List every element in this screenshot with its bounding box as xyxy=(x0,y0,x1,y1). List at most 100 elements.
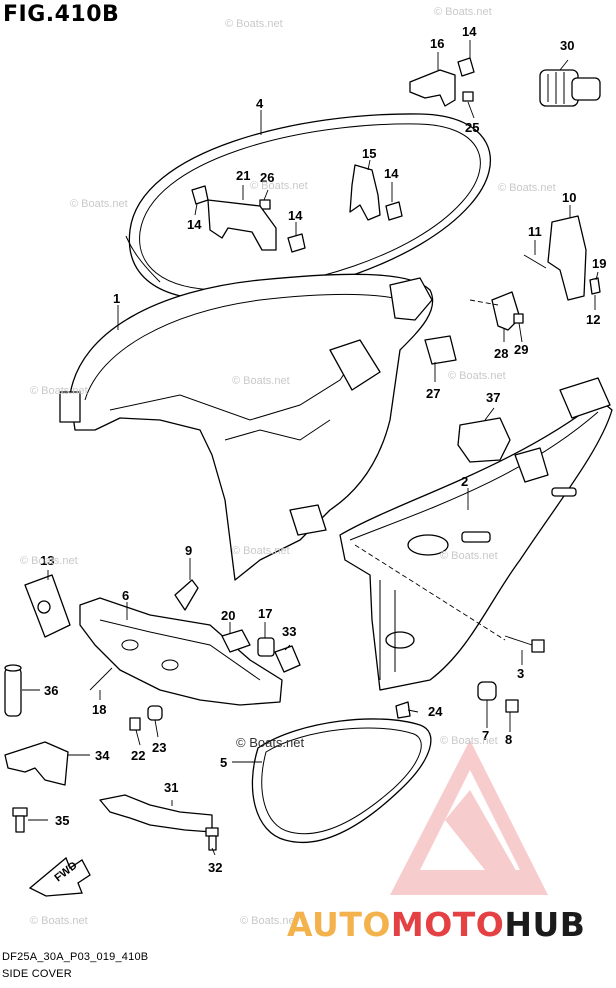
callout-18: 18 xyxy=(92,702,106,717)
watermark: © Boats.net xyxy=(440,550,498,562)
part-8-bolt xyxy=(505,699,519,713)
watermark-prominent: © Boats.net xyxy=(236,735,305,750)
callout-14c: 14 xyxy=(288,208,303,223)
watermark: © Boats.net xyxy=(240,915,298,927)
part-14-grommet xyxy=(287,233,306,253)
part-15-bracket xyxy=(349,164,381,221)
callout-9: 9 xyxy=(185,543,192,558)
callout-12: 12 xyxy=(586,312,600,327)
leader-lines xyxy=(22,40,599,856)
callout-19: 19 xyxy=(592,256,606,271)
part-17-collar xyxy=(257,637,275,657)
callout-8: 8 xyxy=(505,732,512,747)
part-36-tube xyxy=(4,664,22,717)
watermark: © Boats.net xyxy=(498,182,556,194)
callout-6: 6 xyxy=(122,588,129,603)
part-5-seal xyxy=(251,718,432,844)
callout-2: 2 xyxy=(461,474,468,489)
part-31-bracket xyxy=(99,794,213,833)
callout-10: 10 xyxy=(562,190,576,205)
callout-28: 28 xyxy=(494,346,508,361)
callout-26: 26 xyxy=(260,170,274,185)
brand-wordmark: AUTOMOTOHUB xyxy=(287,905,586,944)
part-37-rubber xyxy=(457,417,511,463)
part-22-bolt xyxy=(129,717,141,731)
part-27-cushion xyxy=(424,335,457,365)
callout-11: 11 xyxy=(528,224,542,239)
part-13-grommet xyxy=(37,600,51,614)
part-34-plate xyxy=(4,741,69,786)
reference-line xyxy=(469,299,499,306)
part-29-bolt xyxy=(513,313,524,324)
part-21-bracket xyxy=(207,199,277,251)
callout-27: 27 xyxy=(426,386,440,401)
part-3-bolt xyxy=(504,635,545,653)
callout-3: 3 xyxy=(517,666,524,681)
callout-14d: 14 xyxy=(384,166,399,181)
part-1-side-cover xyxy=(59,273,434,581)
callout-14a: 14 xyxy=(462,24,477,39)
part-4-seal xyxy=(125,113,492,301)
watermark: © Boats.net xyxy=(30,915,88,927)
callout-34: 34 xyxy=(95,748,110,763)
part-20-clip xyxy=(221,629,251,653)
figure-name: SIDE COVER xyxy=(2,968,72,980)
watermark: © Boats.net xyxy=(232,375,290,387)
watermark: © Boats.net xyxy=(440,735,498,747)
part-26-bolt xyxy=(259,199,271,210)
callout-36: 36 xyxy=(44,683,58,698)
part-35-bolt xyxy=(12,807,28,833)
callout-30: 30 xyxy=(560,38,574,53)
callout-25: 25 xyxy=(465,120,479,135)
callout-23: 23 xyxy=(152,740,166,755)
callout-37: 37 xyxy=(486,390,500,405)
callout-35: 35 xyxy=(55,813,69,828)
watermark: © Boats.net xyxy=(232,545,290,557)
reference-line xyxy=(354,544,506,641)
part-2-side-cover xyxy=(339,377,613,691)
part-30-grommet xyxy=(539,69,601,107)
callout-20: 20 xyxy=(221,608,235,623)
figure-title: FIG.410B xyxy=(3,2,120,27)
callout-24: 24 xyxy=(428,704,443,719)
callout-15: 15 xyxy=(362,146,376,161)
callout-32: 32 xyxy=(208,860,222,875)
watermark: © Boats.net xyxy=(70,198,128,210)
part-7-collar xyxy=(477,681,497,701)
callout-33: 33 xyxy=(282,624,296,639)
watermark: © Boats.net xyxy=(225,18,283,30)
callout-29: 29 xyxy=(514,342,528,357)
part-28-hook xyxy=(491,291,521,331)
part-32-bolt xyxy=(205,827,219,851)
part-10-latch xyxy=(547,215,587,301)
figure-code: DF25A_30A_P03_019_410B xyxy=(2,951,149,963)
part-14-grommet xyxy=(385,201,403,221)
watermark: © Boats.net xyxy=(20,555,78,567)
part-19-clip xyxy=(589,277,601,295)
part-24-clip xyxy=(395,701,411,719)
callout-1: 1 xyxy=(113,291,120,306)
callout-17: 17 xyxy=(258,606,272,621)
callout-labels: 1 2 3 4 5 6 7 8 9 10 11 12 13 14 14 14 1… xyxy=(40,24,606,875)
part-25-bolt xyxy=(462,91,474,102)
watermark: © Boats.net xyxy=(250,180,308,192)
callout-13: 13 xyxy=(40,553,54,568)
part-23-grommet xyxy=(147,705,163,721)
part-9-handle xyxy=(174,579,199,611)
callout-5: 5 xyxy=(220,755,227,770)
part-11-pin xyxy=(523,254,547,269)
callout-7: 7 xyxy=(482,728,489,743)
callout-21: 21 xyxy=(236,168,250,183)
watermark: © Boats.net xyxy=(30,385,88,397)
watermark: © Boats.net xyxy=(434,6,492,18)
brand-logo-mark xyxy=(390,740,548,895)
part-18-pin xyxy=(89,667,113,691)
callout-16: 16 xyxy=(430,36,444,51)
fwd-arrow xyxy=(28,856,91,897)
part-16-bracket xyxy=(409,69,456,107)
callout-31: 31 xyxy=(164,780,178,795)
part-33-clip xyxy=(274,645,301,673)
callout-22: 22 xyxy=(131,748,145,763)
